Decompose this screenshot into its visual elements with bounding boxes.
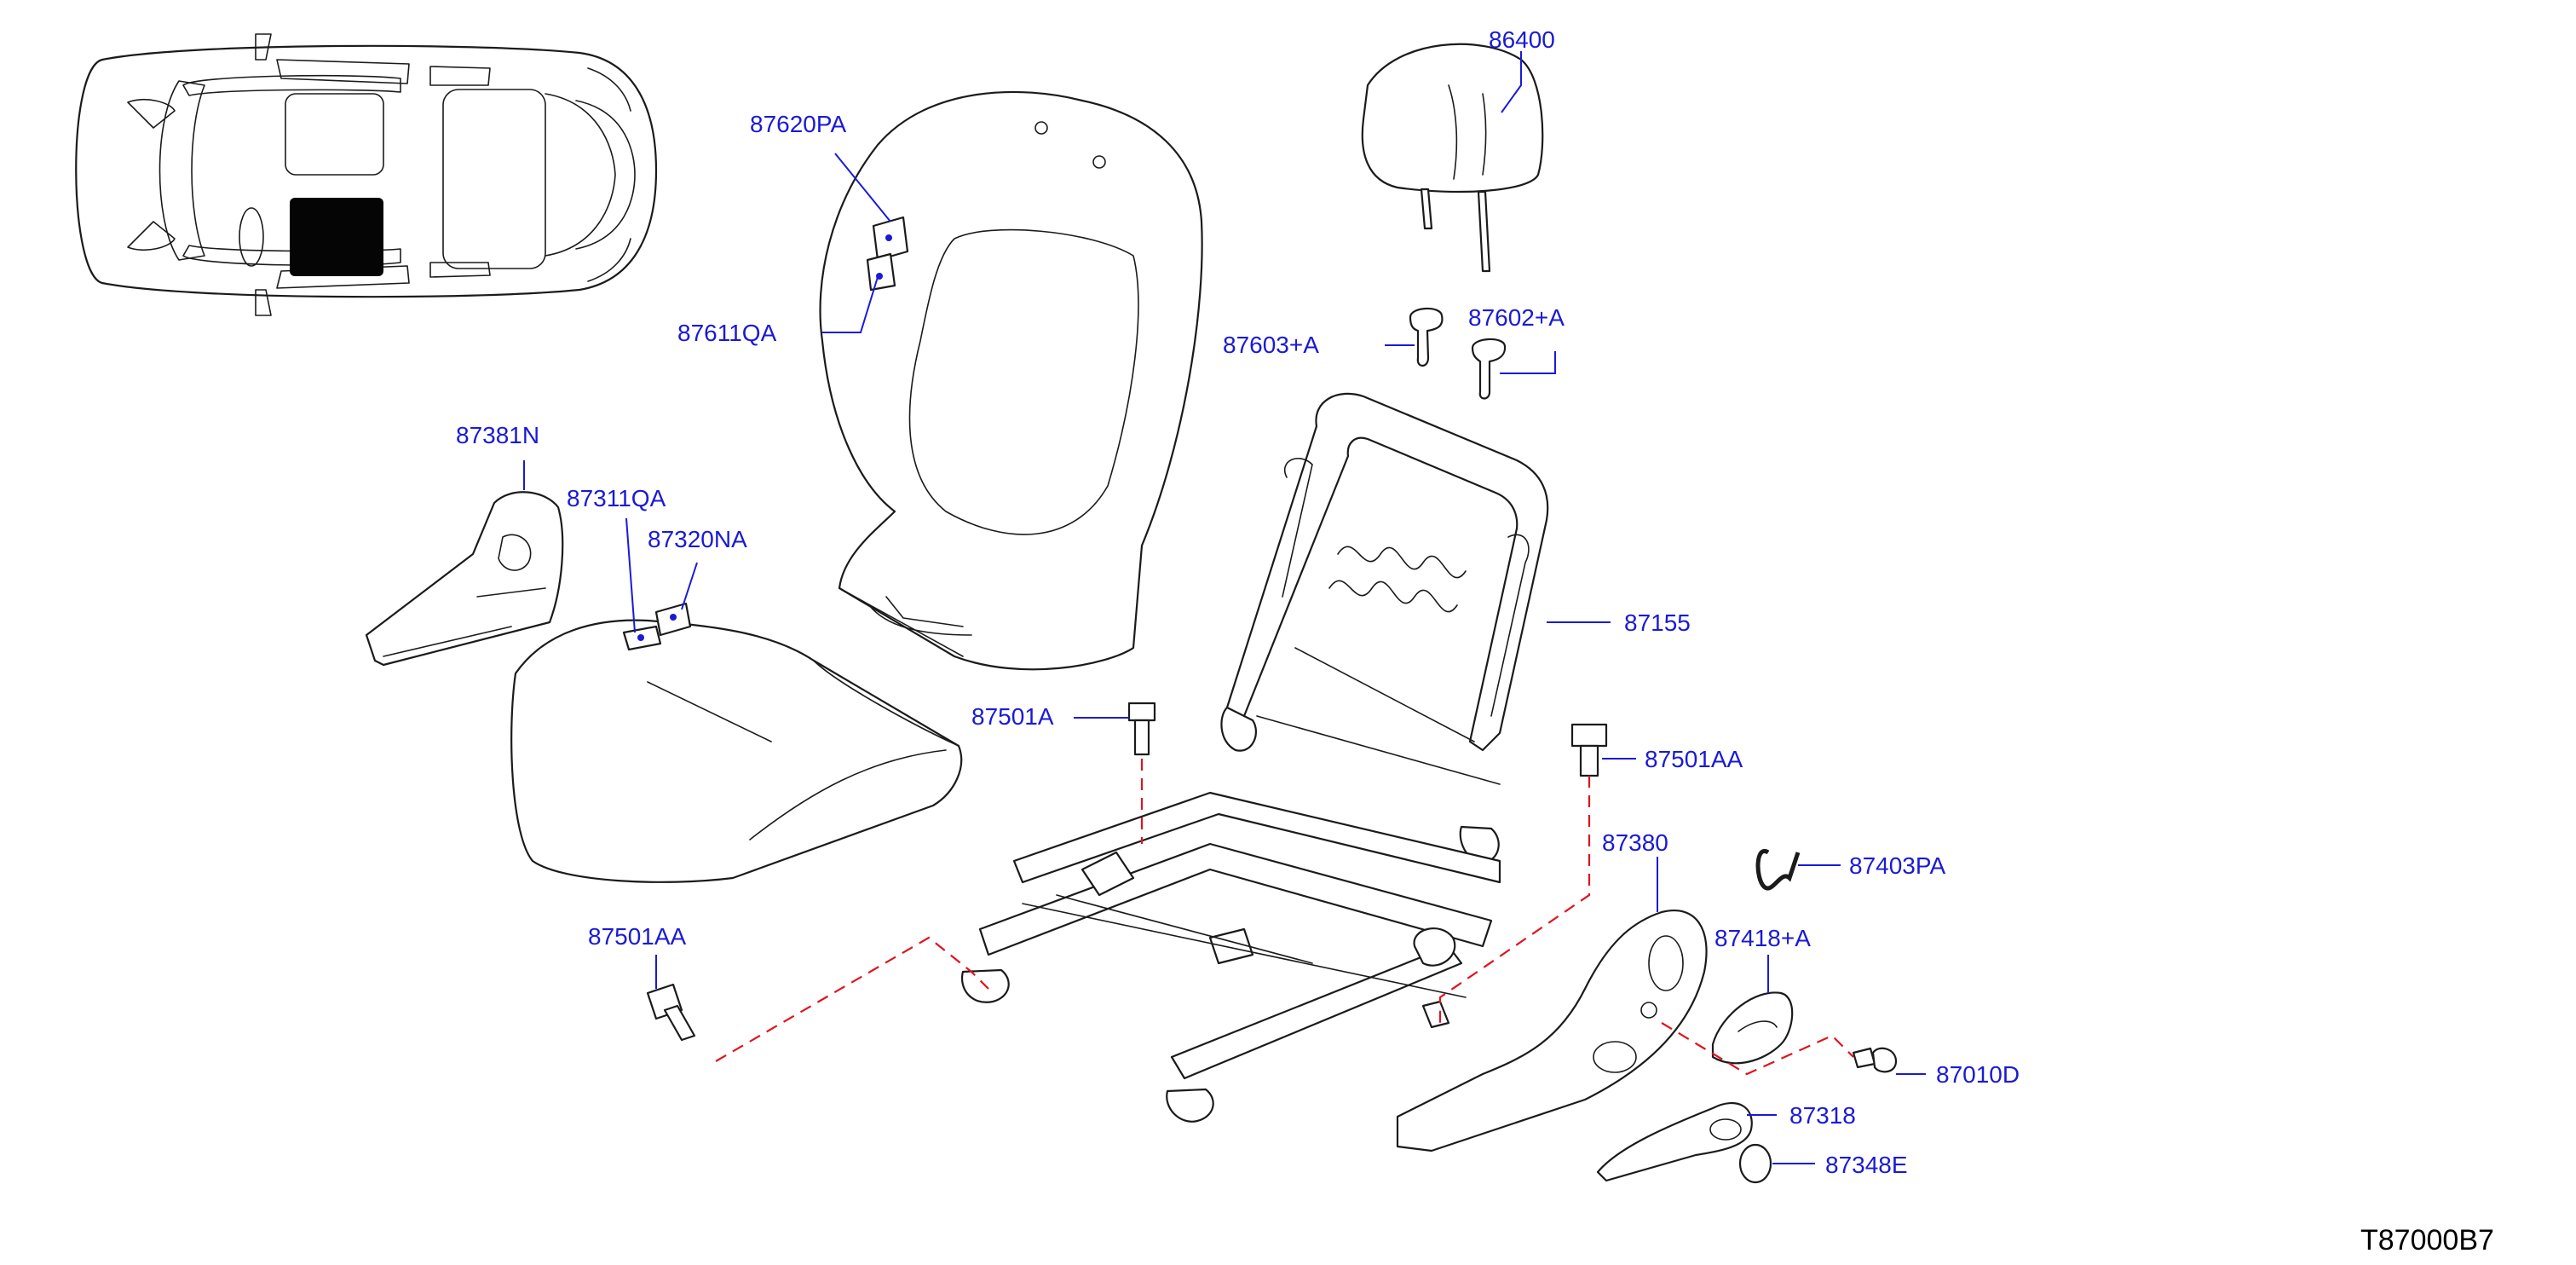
label-86400: 86400: [1489, 26, 1555, 53]
alignment-lines: [715, 759, 1854, 1076]
bolt-right: [1570, 723, 1608, 777]
label-87311QA: 87311QA: [567, 485, 666, 511]
label-87380: 87380: [1602, 829, 1668, 856]
knob: [1711, 991, 1794, 1065]
lever: [1596, 1101, 1753, 1182]
wire-clip: [1755, 848, 1801, 891]
bolt-upper: [1127, 702, 1156, 756]
label-87403PA: 87403PA: [1849, 852, 1945, 879]
cover-clips: [866, 216, 909, 292]
callouts: 86400 87620PA 87611QA 87603+A 87602+A 87…: [456, 26, 2494, 1256]
leader-lines: [523, 51, 1926, 1164]
seat-frame: [960, 392, 1549, 1123]
vehicle-locator: [75, 33, 658, 316]
cushion-clips: [622, 602, 692, 651]
label-87320NA: 87320NA: [648, 526, 747, 552]
label-87501A: 87501A: [971, 703, 1054, 730]
bolt-lower-left: [646, 983, 696, 1042]
label-87010D: 87010D: [1936, 1061, 2020, 1088]
label-87602A: 87602+A: [1468, 304, 1565, 331]
headrest: [1361, 43, 1544, 273]
cap: [1738, 1143, 1772, 1184]
label-87318: 87318: [1789, 1102, 1856, 1129]
seatback-cover: [819, 90, 1203, 671]
headrest-guides: [1409, 307, 1507, 400]
label-87381N: 87381N: [456, 422, 539, 448]
screw: [1852, 1047, 1898, 1073]
label-87620PA: 87620PA: [750, 111, 846, 137]
label-87501AA-right: 87501AA: [1645, 746, 1743, 772]
seat-location-marker: [290, 198, 383, 276]
label-87603A: 87603+A: [1223, 332, 1319, 358]
label-87418A: 87418+A: [1714, 925, 1811, 951]
label-87155: 87155: [1624, 609, 1691, 636]
cushion-side-finisher: [365, 491, 564, 667]
seat-cushion: [510, 619, 963, 883]
label-87348E: 87348E: [1825, 1152, 1908, 1178]
label-87611QA: 87611QA: [677, 320, 777, 346]
label-87501AA-lower: 87501AA: [588, 923, 687, 950]
seat-finisher: [1396, 910, 1708, 1152]
drawing-code: T87000B7: [2360, 1224, 2494, 1256]
